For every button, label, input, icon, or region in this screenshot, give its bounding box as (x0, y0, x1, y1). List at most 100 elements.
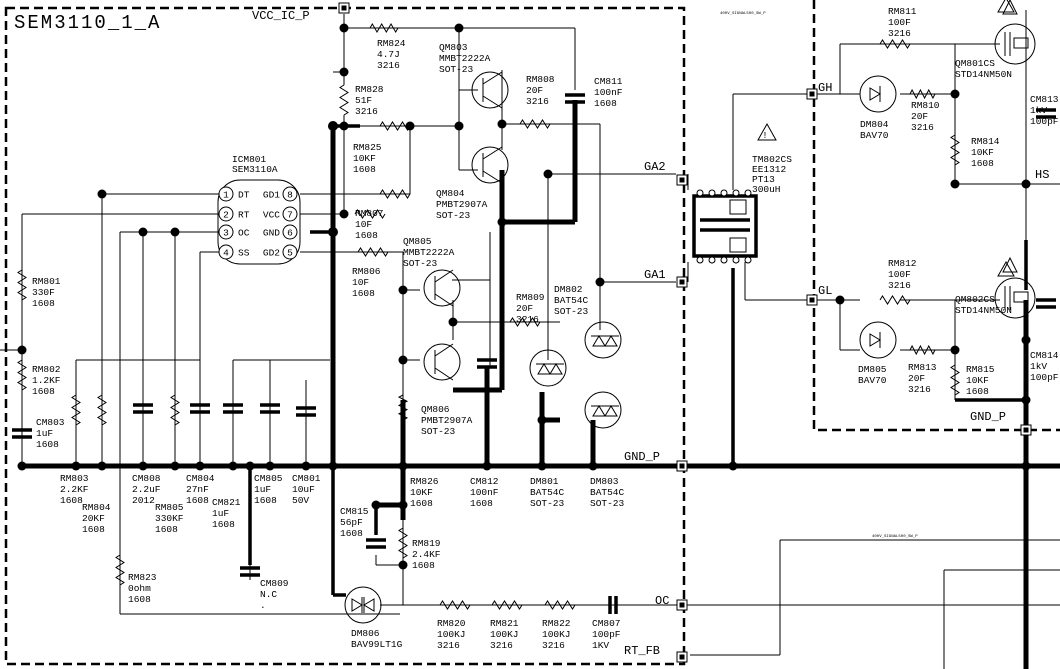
net-port-core (341, 5, 347, 11)
component-label-line: RM822 (542, 618, 571, 629)
junction-dot (371, 500, 381, 510)
diode-dm804 (859, 75, 897, 113)
component-label-line: 10F (352, 277, 369, 288)
component-label-line: 1uF (212, 508, 229, 519)
component-label-line: RM806 (352, 266, 381, 277)
component-label-line: SOT-23 (403, 258, 438, 269)
resistor-symbol (879, 295, 911, 305)
component-label-line: STD14NM50N (955, 305, 1012, 316)
component-label-line: 2.2KF (60, 484, 89, 495)
transistor-qm805 (423, 269, 461, 307)
component-label-line: 1608 (36, 439, 59, 450)
component-label-line: CM812 (470, 476, 499, 487)
component-label-line: 1608 (594, 98, 617, 109)
transformer-pin (696, 256, 704, 264)
junction-dot (497, 119, 507, 129)
junction-dot (398, 355, 408, 365)
component-label-line: SOT-23 (530, 498, 565, 509)
component-label-line: 10KF (966, 375, 989, 386)
net-hs: HS (1035, 168, 1049, 182)
component-label-line: RM824 (377, 38, 406, 49)
junction-dot (595, 277, 605, 287)
component-label-line: 1608 (966, 386, 989, 397)
component-label-line: RM810 (911, 100, 940, 111)
junction-dot (1021, 461, 1031, 471)
component-label-line: 1608 (353, 164, 376, 175)
component-label-line: 100F (888, 17, 911, 28)
component-label-line: 2.2uF (132, 484, 161, 495)
component-label-line: MMBT2222A (439, 53, 491, 64)
component-labels: RM8244.7J3216QM803MMBT2222ASOT-23RM80820… (32, 6, 1059, 651)
ic-pin-name: GD2 (263, 248, 280, 259)
component-label-line: 100nF (594, 87, 623, 98)
component-label-line: 100F (888, 269, 911, 280)
component-label-line: QM802CS (955, 294, 995, 305)
resistor-symbol (170, 394, 180, 426)
component-label-line: 1uF (254, 484, 271, 495)
ic-pin-number: 2 (223, 210, 229, 221)
ic-pin-2 (218, 206, 234, 222)
ic-pin-8 (282, 186, 298, 202)
component-label-line: RM812 (888, 258, 917, 269)
junction-dot (398, 560, 408, 570)
component-label-line: PMBT2907A (421, 415, 473, 426)
transformer-pin (720, 256, 728, 264)
component-label-line: CM809 (260, 578, 289, 589)
junction-dot (195, 461, 205, 471)
component-label-line: 1608 (60, 495, 83, 506)
component-label-line: RM803 (60, 473, 89, 484)
junction-dot (339, 23, 349, 33)
component-label-line: RM802 (32, 364, 61, 375)
resistor-symbol (519, 119, 551, 129)
thin-wires (0, 10, 1060, 669)
component-label-line: CM813 (1030, 94, 1059, 105)
component-label-line: CM814 (1030, 350, 1059, 361)
component-label-line: RM828 (355, 84, 384, 95)
component-label-line: DM803 (590, 476, 619, 487)
resistor-symbol (950, 134, 960, 166)
component-label-line: CM801 (292, 473, 321, 484)
transformer-pin (708, 189, 716, 197)
component-label-line: BAV70 (858, 375, 887, 386)
tiny-label-mid: 400V_SIGNAL500_SW_P (872, 535, 918, 539)
net-port-core (679, 463, 685, 469)
component-label-line: CM815 (340, 506, 369, 517)
junction-dot (1021, 179, 1031, 189)
net-port-core (809, 91, 815, 97)
component-label-line: 3216 (516, 314, 539, 325)
component-label-line: RM814 (971, 136, 1000, 147)
diode-dm803 (584, 391, 622, 429)
component-label-line: 1608 (82, 524, 105, 535)
junction-dot (835, 295, 845, 305)
component-label-line: QM801CS (955, 58, 995, 69)
component-label-line: 0ohm (128, 583, 151, 594)
junction-dot (482, 461, 492, 471)
junction-dot (398, 500, 408, 510)
component-label-line: 1kV (1030, 105, 1047, 116)
component-label-line: DM804 (860, 119, 889, 130)
net-ga1: GA1 (644, 268, 666, 282)
diodes (344, 75, 897, 624)
junction-dot (537, 415, 547, 425)
component-label-line: 10KF (353, 153, 376, 164)
component-label-line: 1608 (340, 528, 363, 539)
resistor-symbol (357, 247, 389, 257)
resistor-symbol (115, 554, 125, 586)
mosfet-qm802cs (994, 256, 1036, 319)
component-label-line: 3216 (888, 28, 911, 39)
ic-pin-number: 5 (287, 248, 293, 259)
junction-dot (328, 227, 338, 237)
transformer-pin (720, 189, 728, 197)
junction-dot (537, 461, 547, 471)
junction-dot (454, 121, 464, 131)
component-label-line: 3216 (542, 640, 565, 651)
junction-dot (543, 169, 553, 179)
net-ports (338, 2, 1032, 663)
ic-pin-name: OC (238, 228, 250, 239)
junction-dot (950, 89, 960, 99)
ic-pin-number: 7 (287, 210, 293, 221)
resistor-symbol (398, 527, 408, 559)
component-label-line: 3216 (377, 60, 400, 71)
resistor-symbol (909, 344, 936, 356)
component-label-line: 1KV (592, 640, 609, 651)
